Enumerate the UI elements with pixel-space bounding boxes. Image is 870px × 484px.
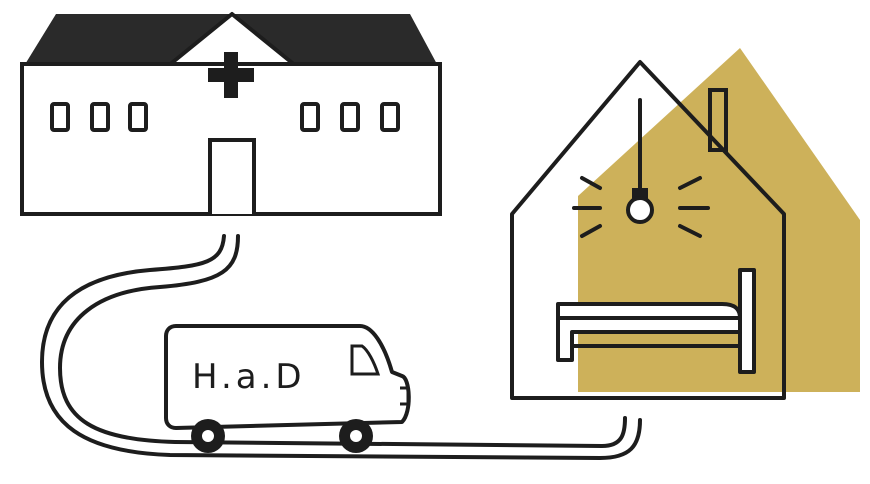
ambulance-van-icon: H.a.D	[166, 326, 409, 453]
home-ochre-shadow	[578, 48, 860, 392]
van-label: H.a.D	[192, 357, 306, 397]
van-rear-wheel	[339, 419, 373, 453]
hospital-icon	[22, 14, 440, 214]
van-front-wheel	[191, 419, 225, 453]
hospital-door	[210, 140, 254, 214]
home-icon	[512, 48, 860, 398]
